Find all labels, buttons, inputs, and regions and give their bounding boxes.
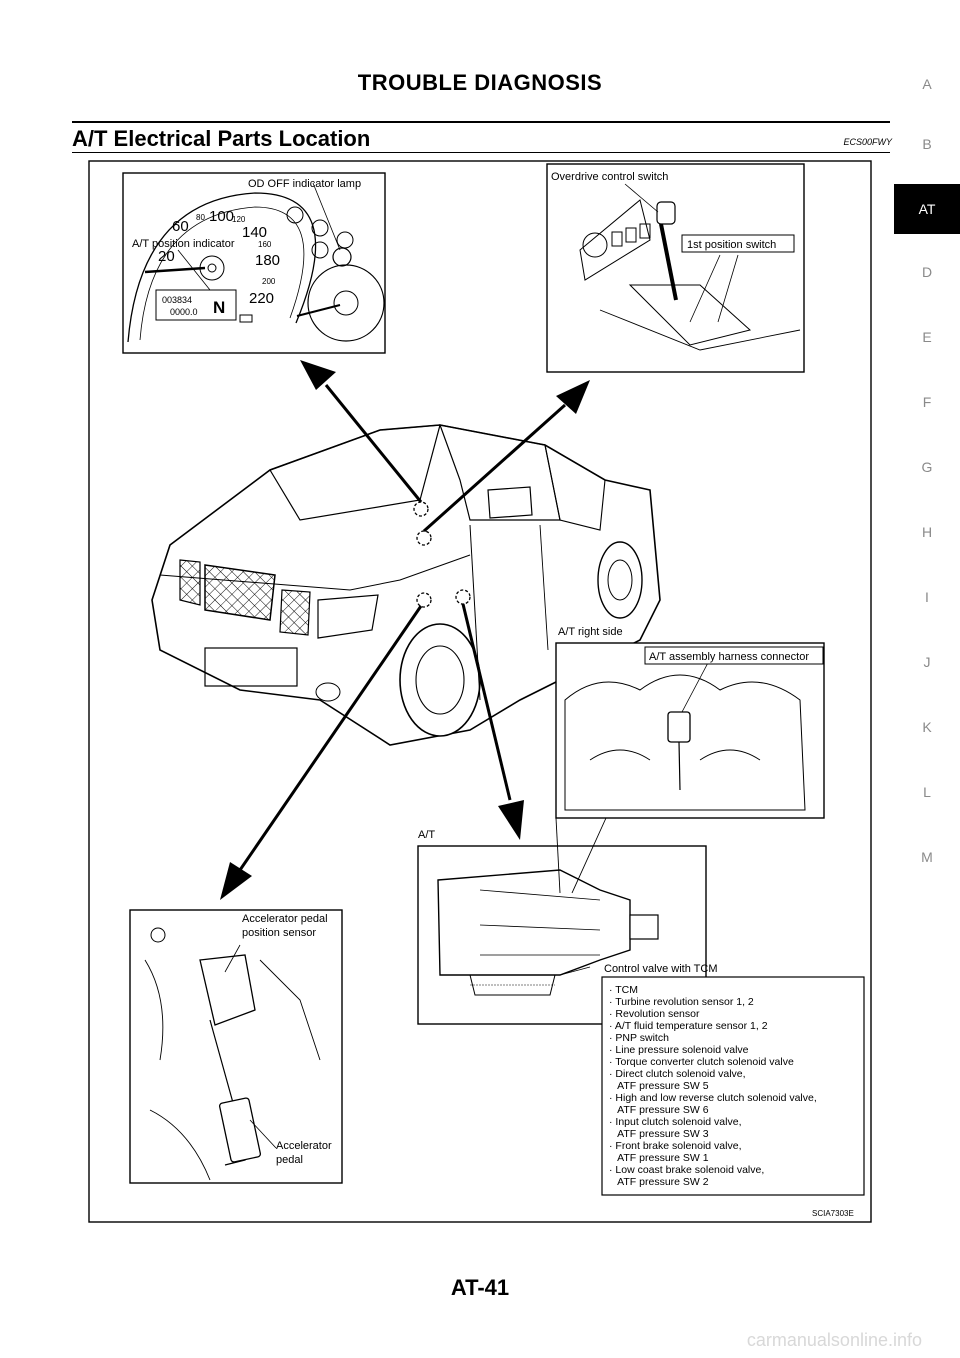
header-rule	[72, 121, 890, 123]
speedo-tick-100: 100	[209, 208, 234, 225]
section-title: A/T Electrical Parts Location	[72, 126, 371, 151]
side-index-b[interactable]: B	[922, 136, 932, 152]
watermark: carmanualsonline.info	[746, 1330, 922, 1350]
side-index-h[interactable]: H	[921, 524, 933, 540]
tcm-list-item: · Line pressure solenoid valve	[609, 1044, 749, 1056]
speedo-tick-20: 20	[158, 248, 175, 265]
right-side-inset: A/T right side A/T assembly harness conn…	[555, 626, 825, 819]
side-index-g[interactable]: G	[921, 459, 933, 475]
harness-connector-icon	[667, 711, 691, 743]
figure-code: SCIA7303E	[812, 1209, 854, 1218]
tcm-list-item: ATF pressure SW 2	[609, 1176, 709, 1188]
speedo-tick-60: 60	[172, 218, 189, 235]
callout-accel-sensor-line1: Accelerator pedal	[242, 913, 328, 925]
tcm-list-item: ATF pressure SW 6	[609, 1104, 709, 1116]
speedometer-needle	[144, 266, 206, 274]
tcm-list-item: · Torque converter clutch solenoid valve	[609, 1056, 794, 1068]
tcm-list-item: · High and low reverse clutch solenoid v…	[609, 1092, 817, 1104]
tcm-list-item: · PNP switch	[609, 1032, 669, 1044]
odometer-value: 003834	[162, 295, 192, 305]
side-index-at[interactable]: AT	[894, 184, 960, 234]
callout-overdrive-switch: Overdrive control switch	[551, 171, 668, 183]
battery-icon	[239, 314, 253, 323]
locator-overdrive-switch	[416, 530, 432, 546]
page-number: AT-41	[450, 1275, 510, 1300]
side-index-m[interactable]: M	[921, 849, 933, 865]
callout-harness-connector: A/T assembly harness connector	[649, 651, 809, 663]
callout-first-position-switch: 1st position switch	[687, 239, 776, 251]
callout-at-right-side: A/T right side	[558, 626, 623, 638]
callout-od-off-lamp: OD OFF indicator lamp	[248, 178, 361, 190]
console-inset: Overdrive control switch 1st position sw…	[546, 163, 805, 373]
tcm-component-list: · TCM · Turbine revolution sensor 1, 2 ·…	[601, 976, 865, 1196]
tcm-list-item: · Revolution sensor	[609, 1008, 700, 1020]
side-index-l[interactable]: L	[923, 784, 931, 800]
speedo-tick-200: 200	[262, 277, 276, 286]
cluster-inset: 20 60 80 100 120 140 160 180 200 220 003…	[122, 172, 386, 354]
speedo-tick-80: 80	[196, 213, 205, 222]
page-header-title: TROUBLE DIAGNOSIS	[357, 70, 603, 95]
speedo-tick-120: 120	[232, 215, 246, 224]
pedal-inset: Accelerator pedal position sensor Accele…	[129, 909, 343, 1184]
side-index-d[interactable]: D	[921, 264, 933, 280]
locator-accelerator	[416, 592, 432, 608]
odometer-display	[155, 289, 237, 321]
callout-accel-pedal-line1: Accelerator	[276, 1140, 332, 1152]
figure-frame	[88, 160, 872, 1223]
gear-position-value: N	[213, 298, 225, 317]
tcm-list-item: · Turbine revolution sensor 1, 2	[609, 996, 754, 1008]
callout-at: A/T	[418, 829, 435, 841]
callout-at-position-indicator: A/T position indicator	[132, 238, 235, 250]
parts-location-figure: 20 60 80 100 120 140 160 180 200 220 003…	[88, 160, 872, 1223]
tcm-list-item: · Input clutch solenoid valve,	[609, 1116, 742, 1128]
pointer-lines	[220, 360, 590, 900]
speedo-tick-180: 180	[255, 252, 280, 269]
side-index-a[interactable]: A	[922, 76, 932, 92]
speedo-tick-220: 220	[249, 290, 274, 307]
callout-control-valve: Control valve with TCM	[604, 963, 718, 975]
trip-value: 0000.0	[170, 307, 198, 317]
section-underline	[72, 152, 890, 153]
od-off-lamp-icon	[332, 247, 352, 267]
side-index: A B AT D E F G H I J K L M	[894, 76, 960, 980]
callout-accel-sensor-line2: position sensor	[242, 927, 316, 939]
section-code: ECS00FWY	[843, 137, 892, 147]
locator-at	[455, 589, 471, 605]
tcm-list-item: ATF pressure SW 1	[609, 1152, 709, 1164]
tcm-list-item: · TCM	[609, 984, 638, 996]
callout-accel-pedal-line2: pedal	[276, 1154, 303, 1166]
side-index-f[interactable]: F	[922, 394, 932, 410]
speedo-tick-160: 160	[258, 240, 272, 249]
locator-od-lamp	[413, 501, 429, 517]
tcm-list-item: ATF pressure SW 3	[609, 1128, 709, 1140]
tcm-list-item: · Front brake solenoid valve,	[609, 1140, 741, 1152]
at-inset: A/T Control valve with TCM	[417, 817, 718, 1025]
tcm-list-item: · A/T fluid temperature sensor 1, 2	[609, 1020, 768, 1032]
side-index-j[interactable]: J	[923, 654, 931, 670]
tcm-list-item: ATF pressure SW 5	[609, 1080, 709, 1092]
side-index-k[interactable]: K	[922, 719, 932, 735]
tcm-list-item: · Direct clutch solenoid valve,	[609, 1068, 746, 1080]
tcm-list-item: · Low coast brake solenoid valve,	[609, 1164, 764, 1176]
side-index-e[interactable]: E	[922, 329, 932, 345]
truck-illustration	[151, 424, 661, 746]
speedo-tick-140: 140	[242, 224, 267, 241]
side-index-i[interactable]: I	[925, 589, 929, 605]
